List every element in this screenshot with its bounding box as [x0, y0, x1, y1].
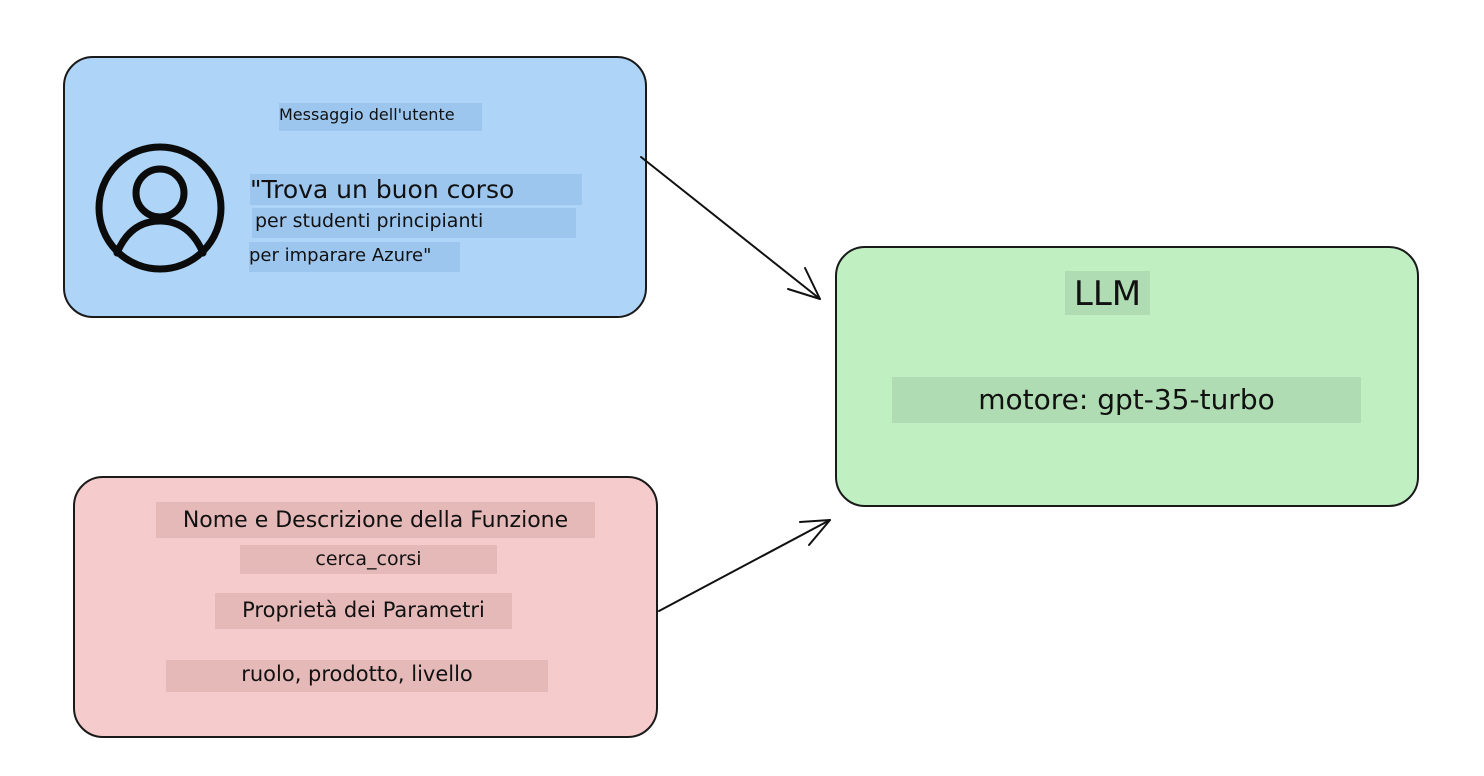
user-message-line-3: per imparare Azure" [249, 242, 460, 272]
function-name: cerca_corsi [240, 545, 497, 574]
parameters-title: Proprietà dei Parametri [215, 593, 512, 629]
parameters-list: ruolo, prodotto, livello [166, 660, 548, 692]
user-message-line-2: per studenti principianti [252, 208, 576, 238]
user-avatar-icon [95, 143, 225, 273]
function-title: Nome e Descrizione della Funzione [156, 502, 595, 538]
arrow-function-to-llm [658, 519, 831, 612]
user-message-label: Messaggio dell'utente [279, 103, 482, 131]
arrow-user-to-llm [640, 156, 821, 300]
user-message-line-1: "Trova un buon corso [250, 174, 582, 205]
llm-engine-label: motore: gpt-35-turbo [892, 377, 1361, 423]
llm-title: LLM [1065, 271, 1150, 315]
